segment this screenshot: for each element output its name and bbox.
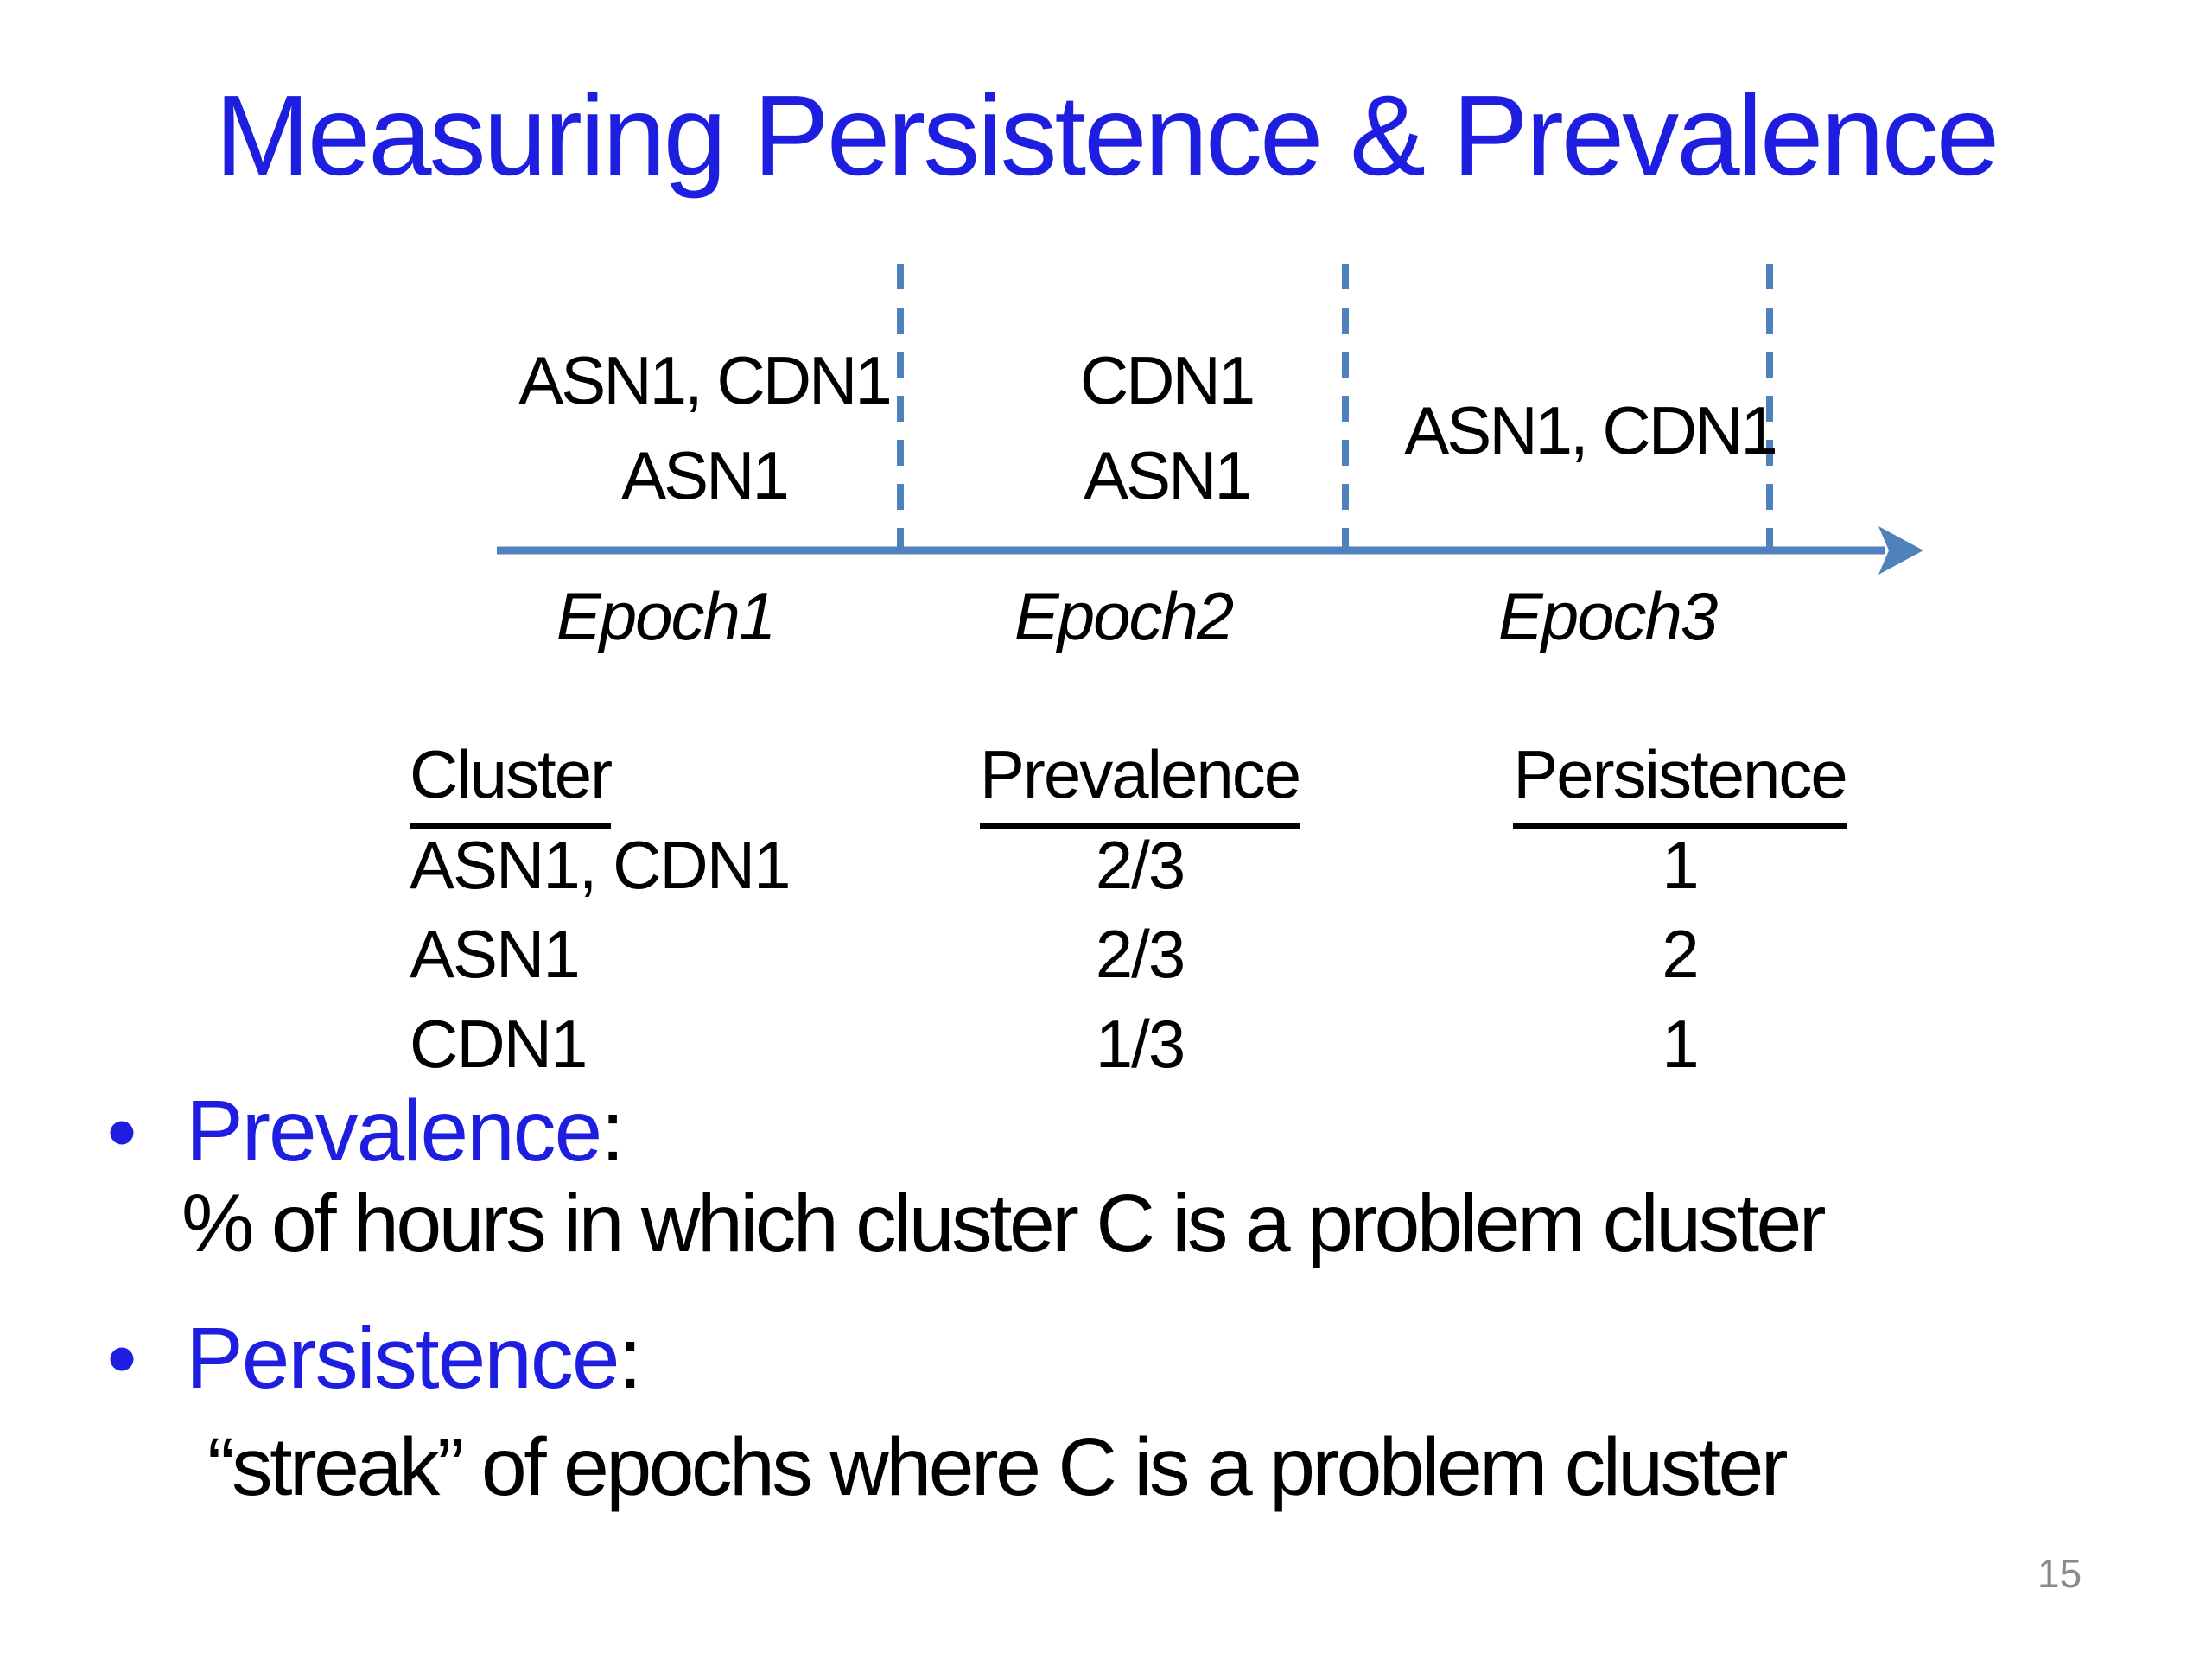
bullet-icon	[110, 1121, 134, 1145]
epoch2-clusters: CDN1 ASN1	[1079, 333, 1255, 523]
epoch2-label: Epoch2	[1014, 578, 1235, 654]
epoch1-cluster-line: ASN1	[621, 437, 790, 513]
table-cell-persistence: 1	[1662, 827, 1699, 903]
table-cell-prevalence: 1/3	[1095, 1006, 1185, 1082]
table-row: ASN1, CDN1 2/3 1	[410, 831, 2025, 899]
table-cell-cluster: CDN1	[410, 1006, 588, 1082]
epoch3-label: Epoch3	[1497, 578, 1719, 654]
bullet-icon	[110, 1347, 134, 1371]
table-row: CDN1 1/3 1	[410, 1010, 2025, 1077]
table-header-prevalence: Prevalence	[945, 741, 1334, 830]
slide-title: Measuring Persistence & Prevalence	[214, 72, 1999, 199]
page-number: 15	[2037, 1551, 2082, 1596]
table-header-row: Cluster Prevalence Persistence	[410, 741, 2025, 830]
table-cell-persistence: 1	[1662, 1006, 1699, 1082]
bullet-definition-persistence: “streak” of epochs where C is a problem …	[207, 1421, 1789, 1513]
epoch1-clusters: ASN1, CDN1 ASN1	[518, 333, 892, 523]
epoch3-clusters: ASN1, CDN1	[1404, 383, 1777, 478]
epoch2-cluster-line: CDN1	[1079, 342, 1255, 418]
table-cell-prevalence: 2/3	[1095, 916, 1185, 992]
bullet-term-prevalence: Prevalence:	[186, 1083, 625, 1179]
bullet-definition-prevalence: % of hours in which cluster C is a probl…	[181, 1178, 1826, 1269]
table-cell-prevalence: 2/3	[1095, 827, 1185, 903]
table-row: ASN1 2/3 2	[410, 920, 2025, 988]
epoch2-cluster-line: ASN1	[1084, 437, 1252, 513]
table-cell-cluster: ASN1, CDN1	[410, 827, 791, 903]
table-cell-cluster: ASN1	[410, 916, 581, 992]
bullet-term-persistence: Persistence:	[186, 1310, 642, 1407]
timeline-arrowhead-icon	[1878, 526, 1923, 575]
epoch3-cluster-line: ASN1, CDN1	[1404, 392, 1777, 468]
table-cell-persistence: 2	[1662, 916, 1699, 992]
table-header-cluster: Cluster	[410, 741, 945, 830]
table-header-persistence: Persistence	[1334, 741, 2025, 830]
epoch1-cluster-line: ASN1, CDN1	[518, 342, 892, 418]
epoch1-label: Epoch1	[556, 578, 777, 654]
